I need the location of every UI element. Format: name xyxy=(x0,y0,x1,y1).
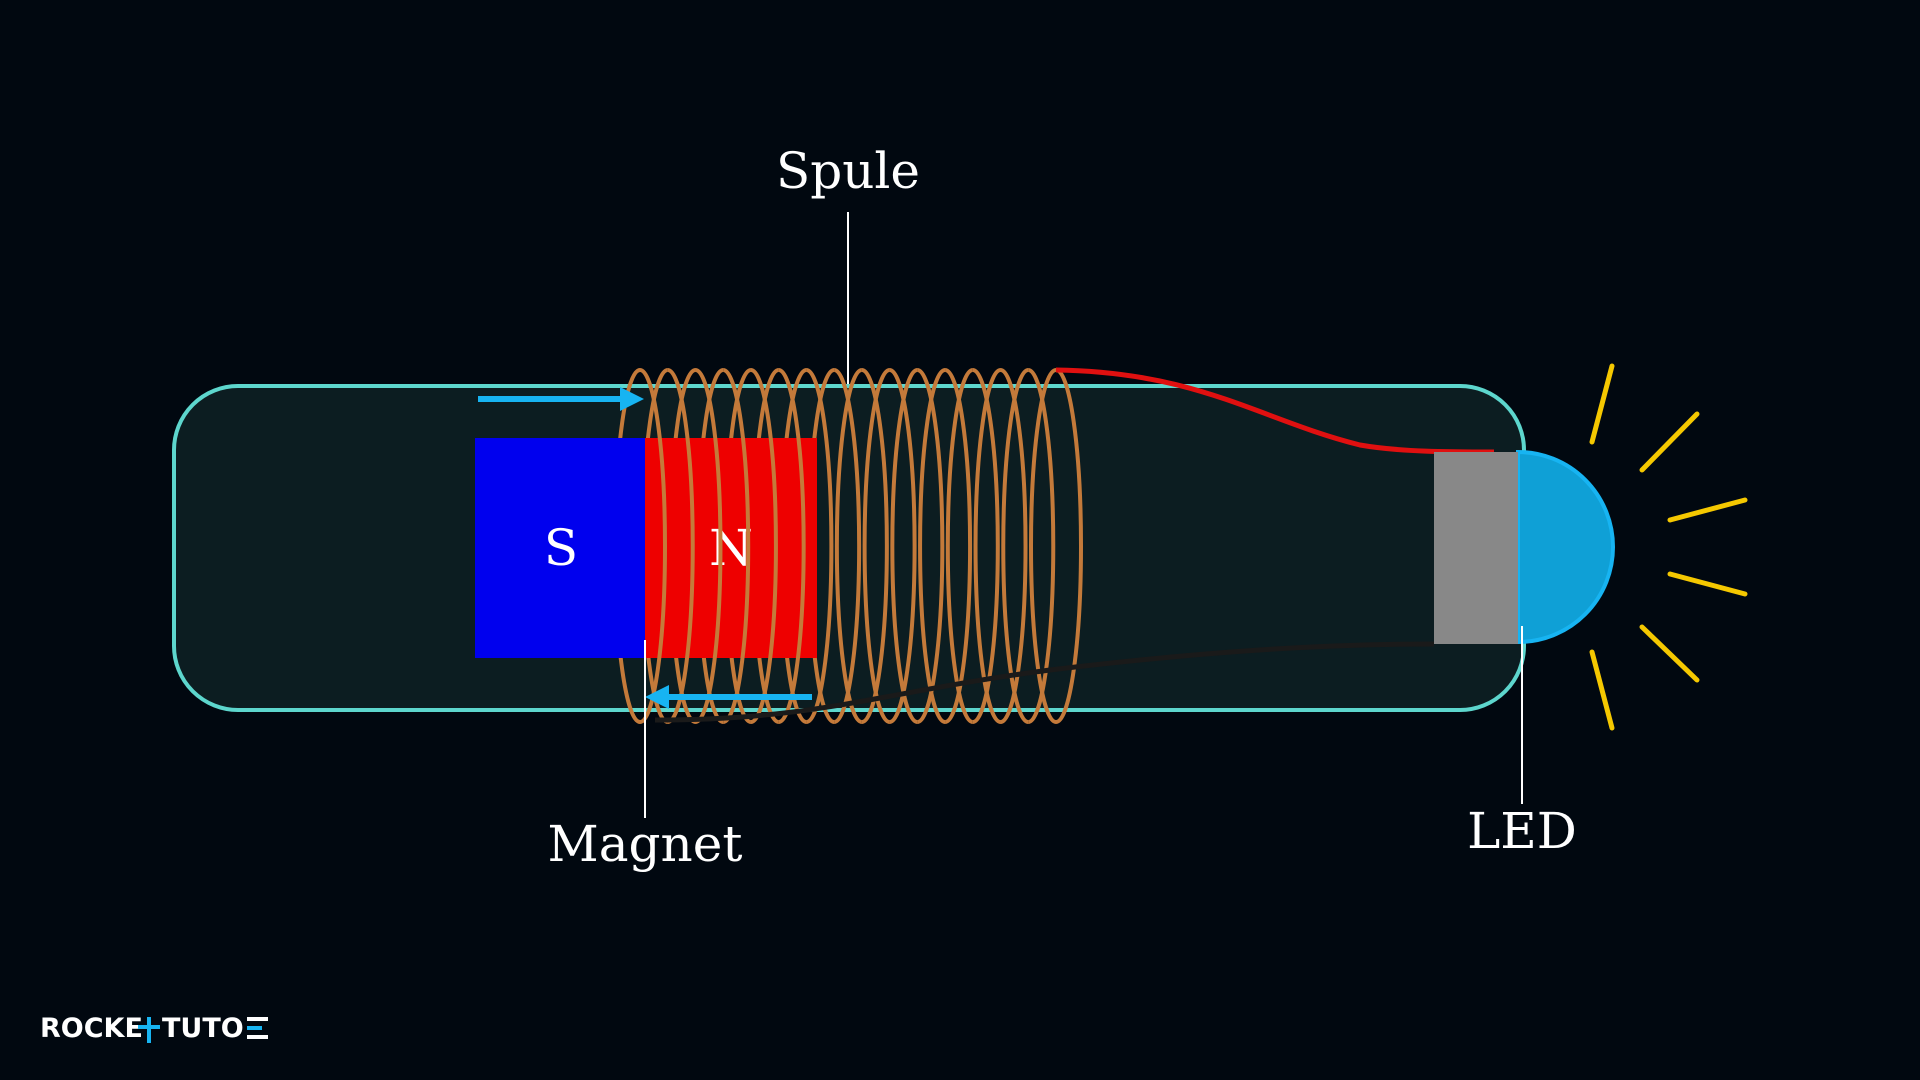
light-ray xyxy=(1667,571,1748,597)
coil-turn-back xyxy=(862,368,890,724)
coil-turn-front xyxy=(916,368,945,724)
light-ray xyxy=(1667,497,1748,523)
coil-turn-back xyxy=(945,368,974,724)
light-ray xyxy=(1639,624,1700,683)
coil-turn-back xyxy=(973,368,1001,724)
logo-text-part1: ROCKE xyxy=(40,1013,143,1044)
led-base xyxy=(1434,452,1518,644)
light-rays xyxy=(1589,363,1748,731)
coil-turn-front xyxy=(722,368,751,724)
led-dome xyxy=(1516,449,1615,645)
coil-turn-back xyxy=(918,368,946,724)
led-label: LED xyxy=(1467,802,1577,860)
north-pole-label: N xyxy=(709,519,753,577)
coil-turn-front xyxy=(972,368,1000,724)
rocket-cross-icon xyxy=(138,1017,160,1043)
magnet-label: Magnet xyxy=(548,815,743,873)
coil-turn-front xyxy=(1000,368,1028,724)
coil-turn-back xyxy=(890,368,918,724)
coil-turn-front xyxy=(806,368,834,724)
logo-text-part2: TUTO xyxy=(162,1013,244,1044)
coil-turn-front xyxy=(778,368,806,724)
brand-logo: ROCKE TUTO xyxy=(40,1013,268,1044)
coil-turn-front xyxy=(1027,368,1056,724)
coil-turn-front xyxy=(889,368,917,724)
wire-positive xyxy=(1055,367,1495,455)
coil-back xyxy=(613,368,1057,724)
led xyxy=(1434,449,1615,645)
coil-turn-back xyxy=(1029,368,1057,724)
coil-turn-front xyxy=(1055,368,1083,724)
coil-turn-front xyxy=(750,368,778,724)
logo-r-mark-icon xyxy=(247,1017,268,1039)
coil-turn-front xyxy=(695,368,723,724)
wire-negative xyxy=(654,641,1435,723)
south-pole-label: S xyxy=(544,519,578,577)
coil-turn-front xyxy=(944,368,973,724)
coil-turn-front xyxy=(667,368,695,724)
coil-label: Spule xyxy=(776,142,920,200)
magnet-north-pole xyxy=(645,438,817,658)
light-ray xyxy=(1589,363,1615,445)
magnet-south-pole xyxy=(475,438,645,658)
light-ray xyxy=(1639,411,1700,473)
light-ray xyxy=(1589,649,1615,731)
magnet: S N xyxy=(475,438,817,658)
coil-turn-front xyxy=(861,368,889,724)
coil-turn-back xyxy=(1001,368,1029,724)
